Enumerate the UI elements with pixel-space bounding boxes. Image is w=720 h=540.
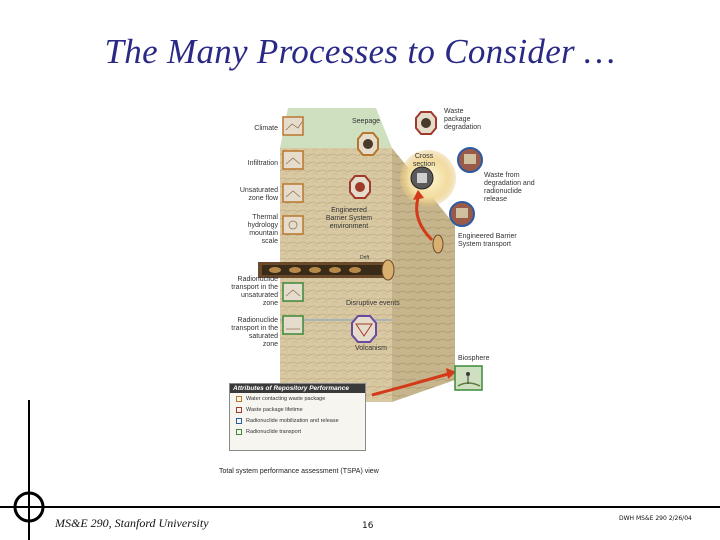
label-ebs-transport: Engineered Barrier System transport [458, 233, 517, 248]
legend-item: Radionuclide transport [230, 426, 365, 437]
label-waste-form: Waste from degradation and radionuclide … [484, 172, 535, 203]
radionuclide-unsat-icon [282, 282, 304, 302]
volcanism-icon [351, 315, 377, 343]
legend-item: Radionuclide mobilization and release [230, 415, 365, 426]
legend-item-label: Water contacting waste package [246, 395, 326, 402]
legend-item-label: Radionuclide mobilization and release [246, 417, 339, 424]
legend-swatch-icon [236, 417, 242, 424]
legend-item-label: Radionuclide transport [246, 428, 302, 435]
label-volcanism: Volcanism [355, 345, 387, 352]
label-ebs-environment: Engineered Barrier System environment [325, 207, 373, 230]
label-cross-section: Cross section [412, 153, 436, 168]
label-seepage: Seepage [352, 118, 381, 125]
climate-icon [282, 116, 304, 136]
legend-swatch-icon [236, 428, 242, 435]
legend: Attributes of Repository Performance Wat… [229, 383, 366, 451]
release-arrow [415, 197, 434, 242]
biosphere-arrow [371, 372, 449, 397]
label-infiltration: Infiltration [247, 160, 278, 167]
legend-title: Attributes of Repository Performance [230, 384, 365, 393]
thermal-hydrology-icon [282, 215, 304, 235]
label-climate: Climate [254, 125, 278, 132]
label-radionuclide-saturated: Radionuclide transport in the saturated … [231, 317, 278, 348]
unsaturated-flow-icon [282, 183, 304, 203]
page-number: 16 [362, 521, 374, 531]
radionuclide-sat-icon [282, 315, 304, 335]
footer-author-date: DWH MS&E 290 2/26/04 [619, 515, 692, 522]
label-radionuclide-unsaturated: Radionuclide transport in the unsaturate… [231, 276, 278, 307]
label-drift: Drift [360, 255, 370, 261]
legend-item-label: Waste package lifetime [246, 406, 303, 413]
legend-swatch-icon [236, 395, 242, 402]
legend-swatch-icon [236, 406, 242, 413]
corner-crosshair-icon [13, 491, 45, 523]
label-thermal-hydrology: Thermal hydrology mountain scale [247, 214, 278, 245]
diagram-caption: Total system performance assessment (TSP… [219, 468, 379, 475]
footer-course: MS&E 290, Stanford University [55, 516, 209, 530]
infiltration-icon [282, 150, 304, 170]
block-side [392, 148, 455, 402]
slide-title: The Many Processes to Consider … [104, 32, 616, 71]
label-biosphere: Biosphere [458, 355, 490, 362]
label-waste-package: Waste package degradation [444, 108, 481, 131]
legend-item: Water contacting waste package [230, 393, 365, 404]
legend-item: Waste package lifetime [230, 404, 365, 415]
label-disruptive-events: Disruptive events [346, 300, 400, 307]
label-unsaturated-flow: Unsaturated zone flow [239, 187, 278, 202]
